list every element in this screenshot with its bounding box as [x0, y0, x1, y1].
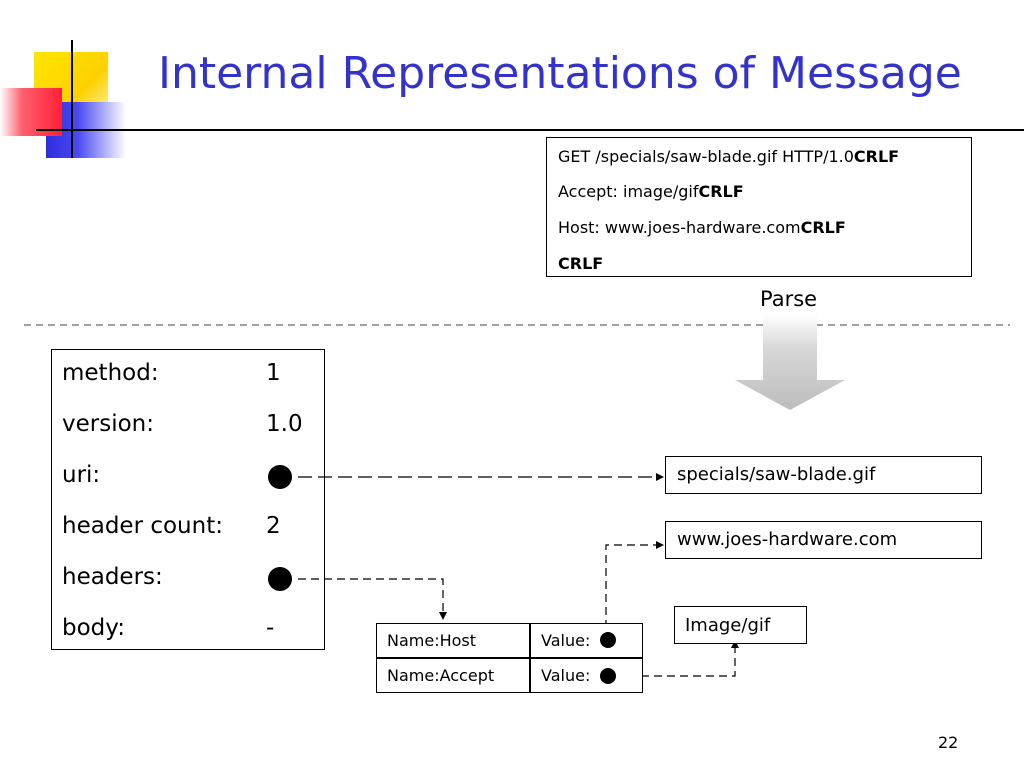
header-value-cell: Value:: [530, 658, 643, 693]
parse-arrow: [735, 314, 845, 410]
request-line: CRLF: [558, 254, 604, 273]
uri-connector: [298, 473, 664, 481]
page-number: 22: [938, 733, 959, 752]
accept-value-pointer-dot: [600, 668, 616, 684]
field-value: 2: [266, 513, 281, 539]
headers-connector: [298, 578, 447, 620]
logo-red-square: [0, 88, 62, 136]
page-title: Internal Representations of Message: [158, 48, 962, 99]
request-line: Accept: image/gifCRLF: [558, 182, 744, 201]
logo-vertical-line: [71, 40, 73, 158]
host-value-pointer-dot: [600, 632, 616, 648]
field-name: header count:: [62, 513, 223, 539]
request-line: GET /specials/saw-blade.gif HTTP/1.0CRLF: [558, 147, 900, 166]
request-line: Host: www.joes-hardware.comCRLF: [558, 218, 846, 237]
uri-value-box: specials/saw-blade.gif: [665, 456, 982, 494]
uri-pointer-dot: [268, 465, 292, 489]
parsed-structure-box: method: 1 version: 1.0 uri: header count…: [51, 349, 325, 650]
header-name-cell: Name:Host: [376, 623, 530, 658]
field-name: headers:: [62, 564, 163, 590]
field-name: version:: [62, 411, 154, 437]
field-name: uri:: [62, 462, 101, 488]
host-connector: [605, 541, 664, 628]
field-value: 1: [266, 360, 281, 386]
headers-pointer-dot: [268, 567, 292, 591]
raw-request-box: GET /specials/saw-blade.gif HTTP/1.0CRLF…: [546, 137, 972, 277]
title-rule: [36, 129, 1024, 131]
accept-connector: [628, 640, 739, 677]
field-name: method:: [62, 360, 159, 386]
field-value: 1.0: [266, 411, 303, 437]
host-value-box: www.joes-hardware.com: [665, 521, 982, 559]
parse-label: Parse: [760, 287, 818, 311]
field-value: -: [266, 615, 275, 641]
accept-value-box: Image/gif: [674, 606, 807, 644]
field-name: body:: [62, 615, 125, 641]
header-value-cell: Value:: [530, 623, 643, 658]
header-name-cell: Name:Accept: [376, 658, 530, 693]
